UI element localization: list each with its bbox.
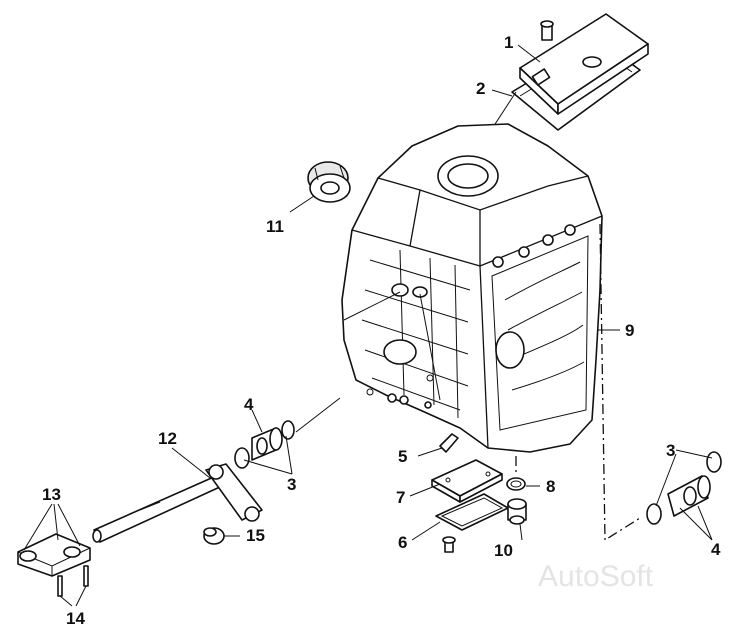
leader-13 [23,503,81,551]
bushing-left [234,420,295,469]
clutch-release-shaft [92,463,263,543]
leader-3b [655,449,713,507]
leader-12 [171,447,211,479]
callout-4b: 4 [711,540,721,559]
cover-bolt [540,20,554,41]
callout-4a: 4 [244,395,254,414]
release-bearing-sleeve [307,161,351,203]
callout-6: 6 [398,533,407,552]
drain-plug [507,498,527,525]
callout-15: 15 [246,526,265,545]
release-fork [17,533,91,577]
callout-13: 13 [42,485,61,504]
leader-internal [343,291,441,401]
leader-3a [243,435,293,475]
inspection-cover [431,459,503,503]
leader-2 [491,89,513,97]
seal-ring [506,477,526,491]
callout-9: 9 [625,321,634,340]
leader-4b [679,505,713,541]
bracket-clip [439,433,459,453]
leader-5 [417,447,443,457]
leader-11 [289,195,315,213]
bushing-right [646,451,722,525]
watermark-text: AutoSoft [538,560,654,593]
callout-14: 14 [66,609,85,628]
dust-boot [203,527,225,545]
housing-nuts [387,393,432,409]
leader-4a [251,409,263,433]
callout-8: 8 [546,477,555,496]
top-cover-plate [519,13,649,115]
callout-1: 1 [504,33,513,52]
drain-bolt [442,536,456,553]
leader-10 [519,523,523,541]
callout-11: 11 [266,217,284,236]
callout-7: 7 [396,488,405,507]
callout-12: 12 [158,429,177,448]
leader-7 [409,483,441,497]
callout-3b: 3 [666,441,675,460]
center-line-9 [599,223,641,542]
leader-to-bushing [295,397,341,433]
leader-1 [517,44,541,63]
inspection-gasket [435,493,509,531]
leader-6 [411,521,441,541]
leader-14 [59,585,87,607]
fork-pins [57,565,89,597]
callout-5: 5 [398,447,407,466]
callout-10: 10 [494,541,513,560]
callout-3a: 3 [287,475,296,494]
callout-2: 2 [476,79,485,98]
clutch-bell-housing [341,123,603,453]
